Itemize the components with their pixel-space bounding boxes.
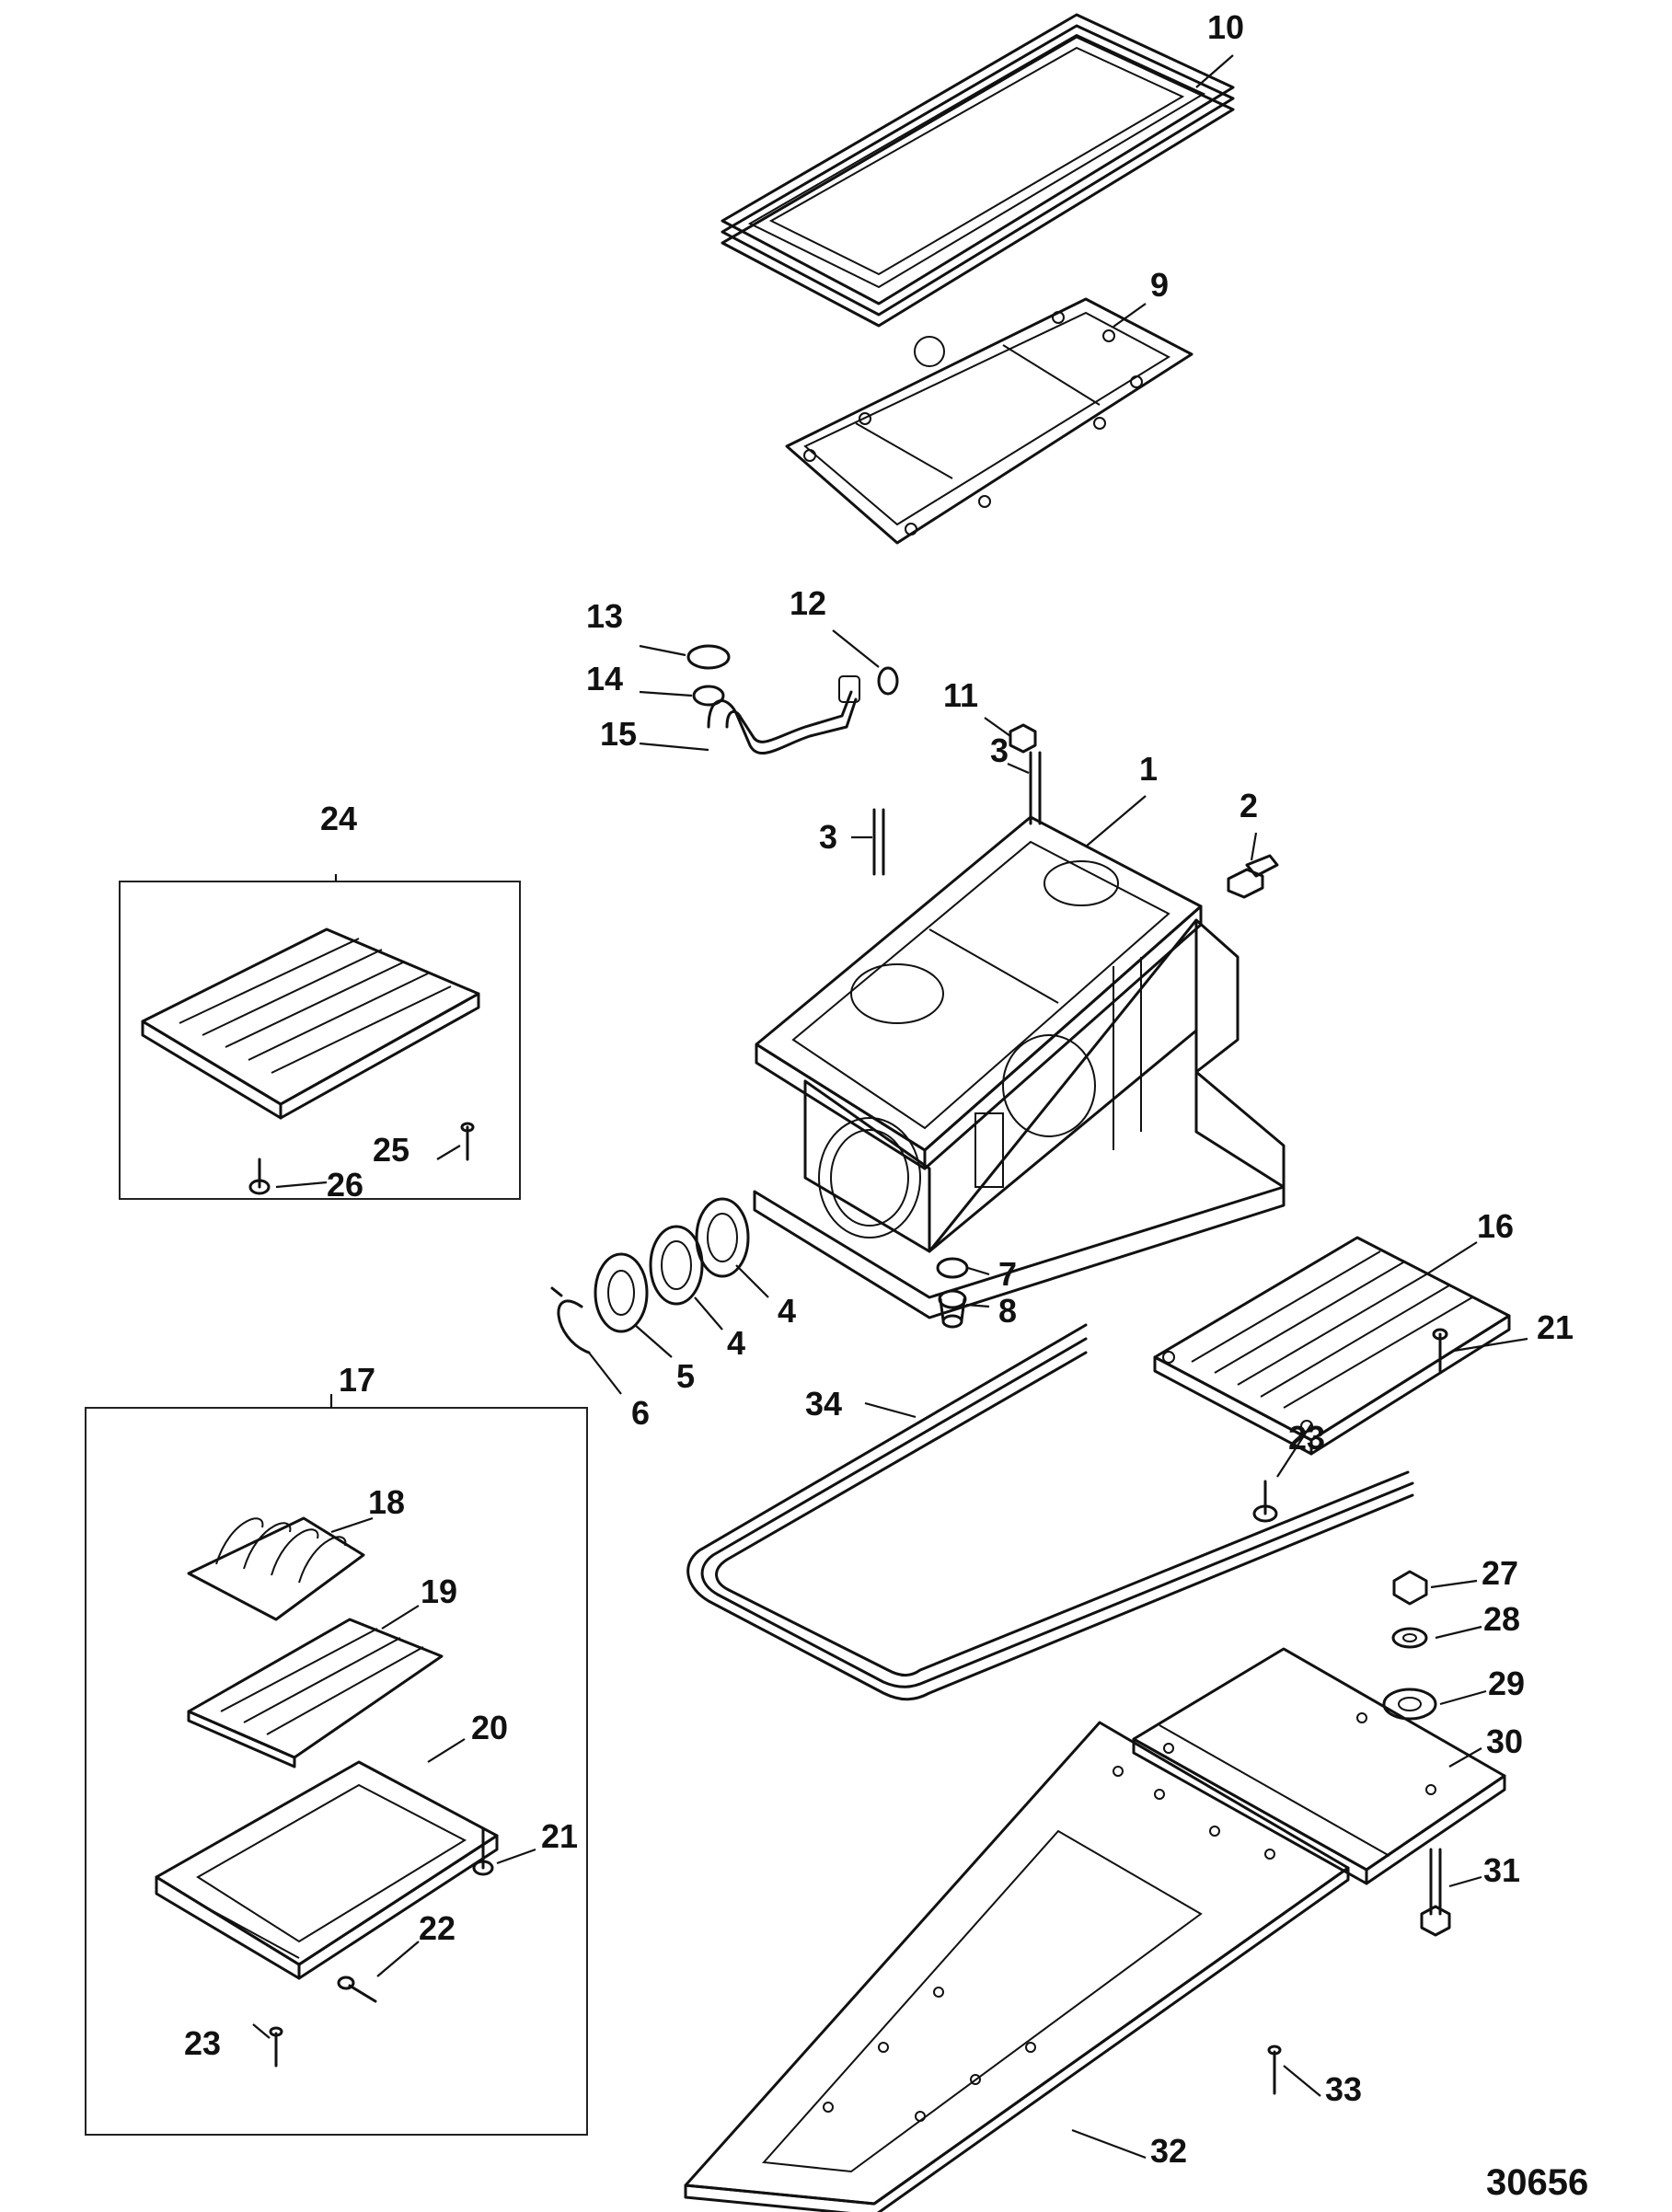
part-24-grille: [141, 927, 480, 1120]
callout-19: 19: [421, 1573, 457, 1610]
callout-22: 22: [419, 1909, 455, 1947]
part-26-screw: [248, 1158, 271, 1195]
part-32-plate: [684, 1721, 1350, 2212]
group-24-box: [119, 881, 521, 1200]
part-22-screw: [337, 1976, 377, 2003]
part-30-plate: [1132, 1647, 1506, 1885]
callout-26: 26: [327, 1166, 363, 1204]
part-5-bearing: [594, 1252, 649, 1333]
part-13-seal: [686, 644, 731, 670]
part-1-housing: [753, 815, 1286, 1319]
callout-17: 17: [339, 1361, 375, 1399]
part-12-seal: [877, 666, 899, 696]
part-15-hose: [707, 675, 860, 755]
callout-18: 18: [368, 1483, 405, 1521]
part-4-seal: [649, 1197, 750, 1306]
part-11-nut: [1009, 723, 1037, 754]
part-7-washer: [936, 1257, 969, 1279]
reference-number: 30656: [1486, 2162, 1588, 2203]
callout-21-right: 21: [1537, 1308, 1574, 1346]
part-8-plug: [938, 1289, 967, 1329]
callout-23-left: 23: [184, 2024, 221, 2062]
part-31-bolt: [1420, 1848, 1451, 1937]
callout-5: 5: [676, 1357, 695, 1395]
part-29-washer: [1382, 1688, 1437, 1721]
callout-11: 11: [943, 676, 978, 714]
callout-16: 16: [1477, 1207, 1514, 1245]
part-2-fitting: [1227, 854, 1279, 899]
callout-1: 1: [1139, 750, 1158, 788]
callout-13: 13: [586, 597, 623, 635]
callout-14: 14: [586, 660, 623, 697]
part-33-screw: [1267, 2045, 1282, 2095]
callout-30: 30: [1486, 1722, 1523, 1760]
part-27-nut: [1392, 1570, 1428, 1606]
leader-lines: [252, 54, 1528, 2160]
callout-labels: 10 9 13 14 15 12 11 3 1 2 3 16 7 8 4 4 5…: [184, 8, 1574, 2170]
callout-15: 15: [600, 715, 637, 753]
part-20-frame: [155, 1760, 499, 1980]
callout-23-right: 23: [1288, 1419, 1325, 1457]
callout-28: 28: [1483, 1600, 1520, 1638]
part-23-screw: [269, 1480, 1278, 2068]
callout-2: 2: [1240, 787, 1258, 824]
callout-4-right: 4: [778, 1292, 796, 1330]
callout-6: 6: [631, 1394, 650, 1432]
part-14-seal: [692, 685, 725, 707]
callout-31: 31: [1483, 1851, 1520, 1889]
part-34-seal-cord: [686, 1323, 1414, 1701]
callout-27: 27: [1482, 1554, 1518, 1592]
callout-8: 8: [998, 1292, 1017, 1330]
callout-24: 24: [320, 800, 357, 837]
callout-3-upper: 3: [990, 732, 1009, 769]
part-9-gasket: [785, 297, 1193, 545]
callout-20: 20: [471, 1709, 508, 1746]
part-25-screw: [460, 1122, 475, 1161]
part-6-snap-ring: [550, 1286, 591, 1354]
part-18-spring: [187, 1516, 365, 1621]
callout-4-left: 4: [727, 1324, 745, 1362]
callout-9: 9: [1150, 266, 1169, 304]
part-21-screw: [472, 1328, 1448, 1876]
part-19-grille: [187, 1618, 444, 1768]
callout-10: 10: [1207, 8, 1244, 46]
callout-7: 7: [998, 1255, 1017, 1293]
callout-34: 34: [805, 1385, 842, 1423]
callout-12: 12: [790, 584, 826, 622]
callout-33: 33: [1325, 2070, 1362, 2108]
part-10-cover: [721, 13, 1235, 328]
callout-25: 25: [373, 1131, 409, 1169]
callout-3-lower: 3: [819, 818, 837, 856]
part-3-stud: [872, 751, 1042, 876]
callout-29: 29: [1488, 1665, 1525, 1702]
part-16-grille: [1153, 1236, 1511, 1456]
group-17-box: [85, 1407, 588, 2136]
callout-21-left: 21: [541, 1817, 578, 1855]
callout-32: 32: [1150, 2132, 1187, 2170]
part-28-washer: [1391, 1627, 1428, 1649]
